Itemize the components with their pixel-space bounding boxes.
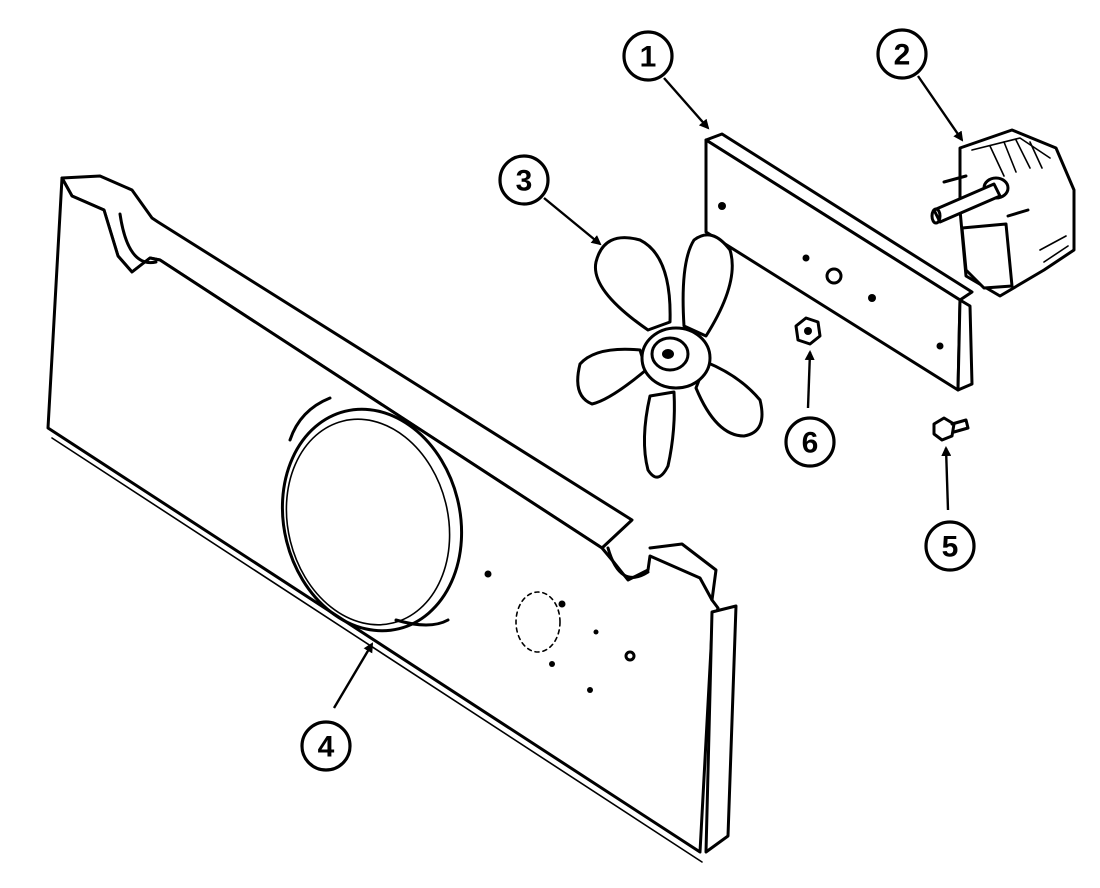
part-3-fan-blade xyxy=(576,233,764,479)
callout-1-label: 1 xyxy=(640,41,657,74)
part-2-motor xyxy=(930,128,1076,298)
leader-lines xyxy=(332,75,964,709)
part-6-nut xyxy=(794,316,822,346)
callout-3: 3 xyxy=(498,154,550,206)
callout-4: 4 xyxy=(300,720,352,772)
callout-3-label: 3 xyxy=(516,165,533,198)
callout-6-label: 6 xyxy=(802,427,819,460)
callout-2-label: 2 xyxy=(894,39,911,72)
callout-4-label: 4 xyxy=(318,731,335,764)
callout-2: 2 xyxy=(876,28,928,80)
part-1-bracket xyxy=(704,132,974,392)
callout-1: 1 xyxy=(622,30,674,82)
callout-6: 6 xyxy=(784,416,836,468)
part-4-back-panel xyxy=(46,174,738,863)
callout-5: 5 xyxy=(924,520,976,572)
part-5-screw xyxy=(932,416,970,442)
callout-5-label: 5 xyxy=(942,531,959,564)
